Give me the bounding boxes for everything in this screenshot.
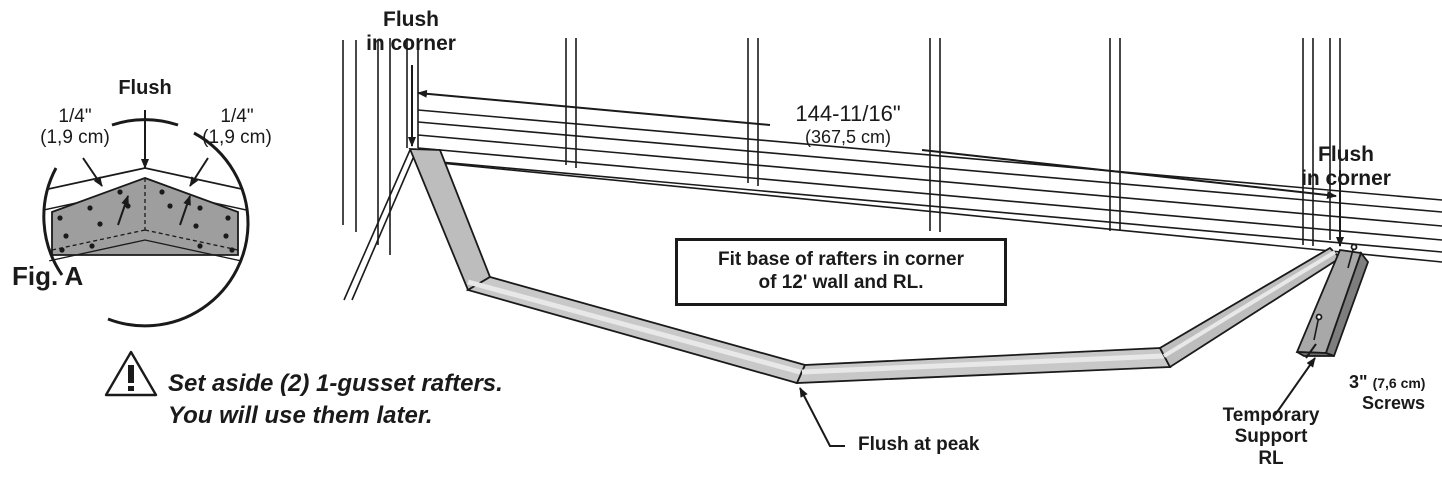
warning-line-2: You will use them later. — [168, 402, 433, 429]
wall-framing — [342, 38, 1442, 301]
fig-a-detail — [42, 110, 250, 328]
screws-label: 3" (7,6 cm) — [1349, 372, 1426, 392]
dimension-arrow-left — [417, 89, 771, 126]
warning-triangle-icon — [104, 350, 158, 397]
fig-a-right-dimension: 1/4" (1,9 cm) — [202, 106, 272, 149]
rafter — [408, 148, 1342, 385]
flush-corner-right-label: Flush in corner — [1301, 143, 1391, 190]
screws-arrow — [1305, 343, 1317, 359]
dimension-label: 144-11/16" (367,5 cm) — [795, 101, 901, 147]
flush-peak-arrow — [799, 387, 845, 447]
gusset-nails — [57, 189, 235, 253]
flush-peak-label: Flush at peak — [858, 434, 980, 455]
fig-a-label: Fig. A — [12, 261, 84, 291]
temporary-support — [1295, 243, 1370, 358]
instruction-note: Fit base of rafters in corner of 12' wal… — [675, 238, 1007, 306]
dimension-arrow-right — [921, 149, 1337, 199]
fig-a-left-dimension: 1/4" (1,9 cm) — [40, 106, 110, 149]
fig-a-flush-label: Flush — [118, 77, 172, 99]
warning-line-1: Set aside (2) 1-gusset rafters. — [168, 370, 503, 397]
callout-arrows — [408, 65, 1344, 447]
temporary-support-label: Temporary Support RL — [1222, 405, 1320, 469]
flush-corner-left-label: Flush in corner — [366, 8, 456, 55]
screws-label-2: Screws — [1362, 393, 1426, 413]
rafter-left-upper — [408, 148, 492, 292]
temp-support-arrow — [1274, 357, 1316, 416]
